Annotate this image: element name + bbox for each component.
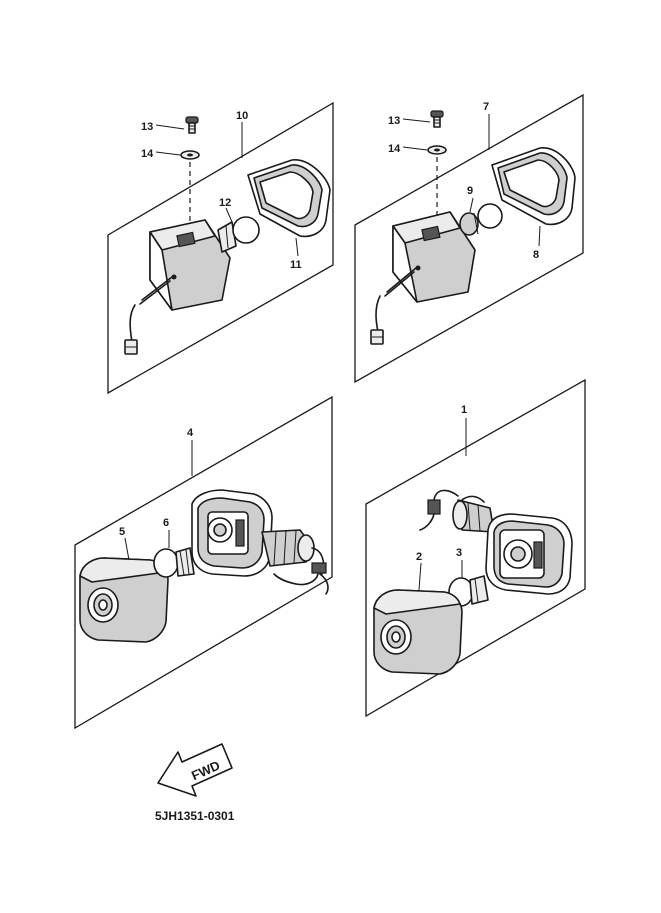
turn-signal-housing — [485, 513, 573, 595]
fwd-arrow: FWD — [157, 743, 233, 797]
stalk-part — [261, 529, 315, 567]
group-top-right: 7 13 14 9 8 — [354, 93, 584, 384]
svg-text:6: 6 — [163, 517, 169, 529]
callout-12: 12 — [219, 197, 233, 223]
wire-harness — [273, 547, 329, 595]
svg-text:13: 13 — [141, 121, 153, 133]
lens-part — [247, 159, 331, 238]
svg-text:10: 10 — [236, 110, 248, 122]
lens-part — [373, 589, 463, 675]
svg-text:4: 4 — [187, 427, 194, 439]
washer-part — [180, 150, 200, 160]
callout-8: 8 — [533, 225, 541, 261]
turn-signal-housing — [149, 219, 231, 311]
callout-2: 2 — [416, 551, 422, 591]
lens-part — [491, 147, 576, 226]
svg-text:12: 12 — [219, 197, 231, 209]
group-top-left: 10 13 14 12 11 — [107, 101, 334, 395]
callout-13: 13 — [388, 115, 431, 127]
wire-harness — [124, 276, 173, 355]
callout-7: 7 — [483, 101, 490, 150]
svg-text:8: 8 — [533, 249, 539, 261]
washer-part — [427, 145, 447, 155]
group-outline — [354, 93, 584, 384]
lens-part — [79, 557, 169, 643]
group-outline — [74, 395, 333, 730]
turn-signal-housing — [191, 489, 273, 577]
svg-text:9: 9 — [467, 185, 473, 197]
svg-text:11: 11 — [290, 259, 302, 271]
callout-5: 5 — [119, 526, 130, 561]
bulb-part — [153, 547, 195, 578]
svg-text:1: 1 — [461, 404, 467, 416]
group-outline — [107, 101, 334, 395]
bulb-part — [459, 203, 503, 236]
screw-part — [185, 116, 199, 134]
group-outline — [365, 378, 586, 718]
group-bottom-left: 4 5 6 — [74, 395, 333, 730]
turn-signal-housing — [392, 211, 476, 303]
callout-11: 11 — [290, 237, 302, 271]
screw-part — [430, 110, 444, 128]
svg-text:7: 7 — [483, 101, 489, 113]
callout-4: 4 — [187, 427, 194, 476]
svg-text:5: 5 — [119, 526, 125, 538]
wire-harness — [419, 489, 485, 531]
callout-3: 3 — [456, 547, 463, 578]
bulb-part — [217, 216, 260, 253]
callout-13: 13 — [141, 121, 185, 133]
svg-text:14: 14 — [141, 148, 154, 160]
svg-text:13: 13 — [388, 115, 400, 127]
svg-text:14: 14 — [388, 143, 401, 155]
svg-text:3: 3 — [456, 547, 462, 559]
group-bottom-right: 1 2 3 — [365, 378, 586, 718]
callout-9: 9 — [467, 185, 474, 213]
svg-text:2: 2 — [416, 551, 422, 563]
callout-14: 14 — [141, 148, 181, 160]
stalk-part — [452, 499, 495, 533]
callout-14: 14 — [388, 143, 428, 155]
wire-harness — [370, 267, 417, 345]
callout-6: 6 — [163, 517, 170, 548]
callout-10: 10 — [236, 110, 248, 158]
diagram-code: 5JH1351-0301 — [155, 809, 235, 823]
callout-1: 1 — [461, 404, 467, 456]
